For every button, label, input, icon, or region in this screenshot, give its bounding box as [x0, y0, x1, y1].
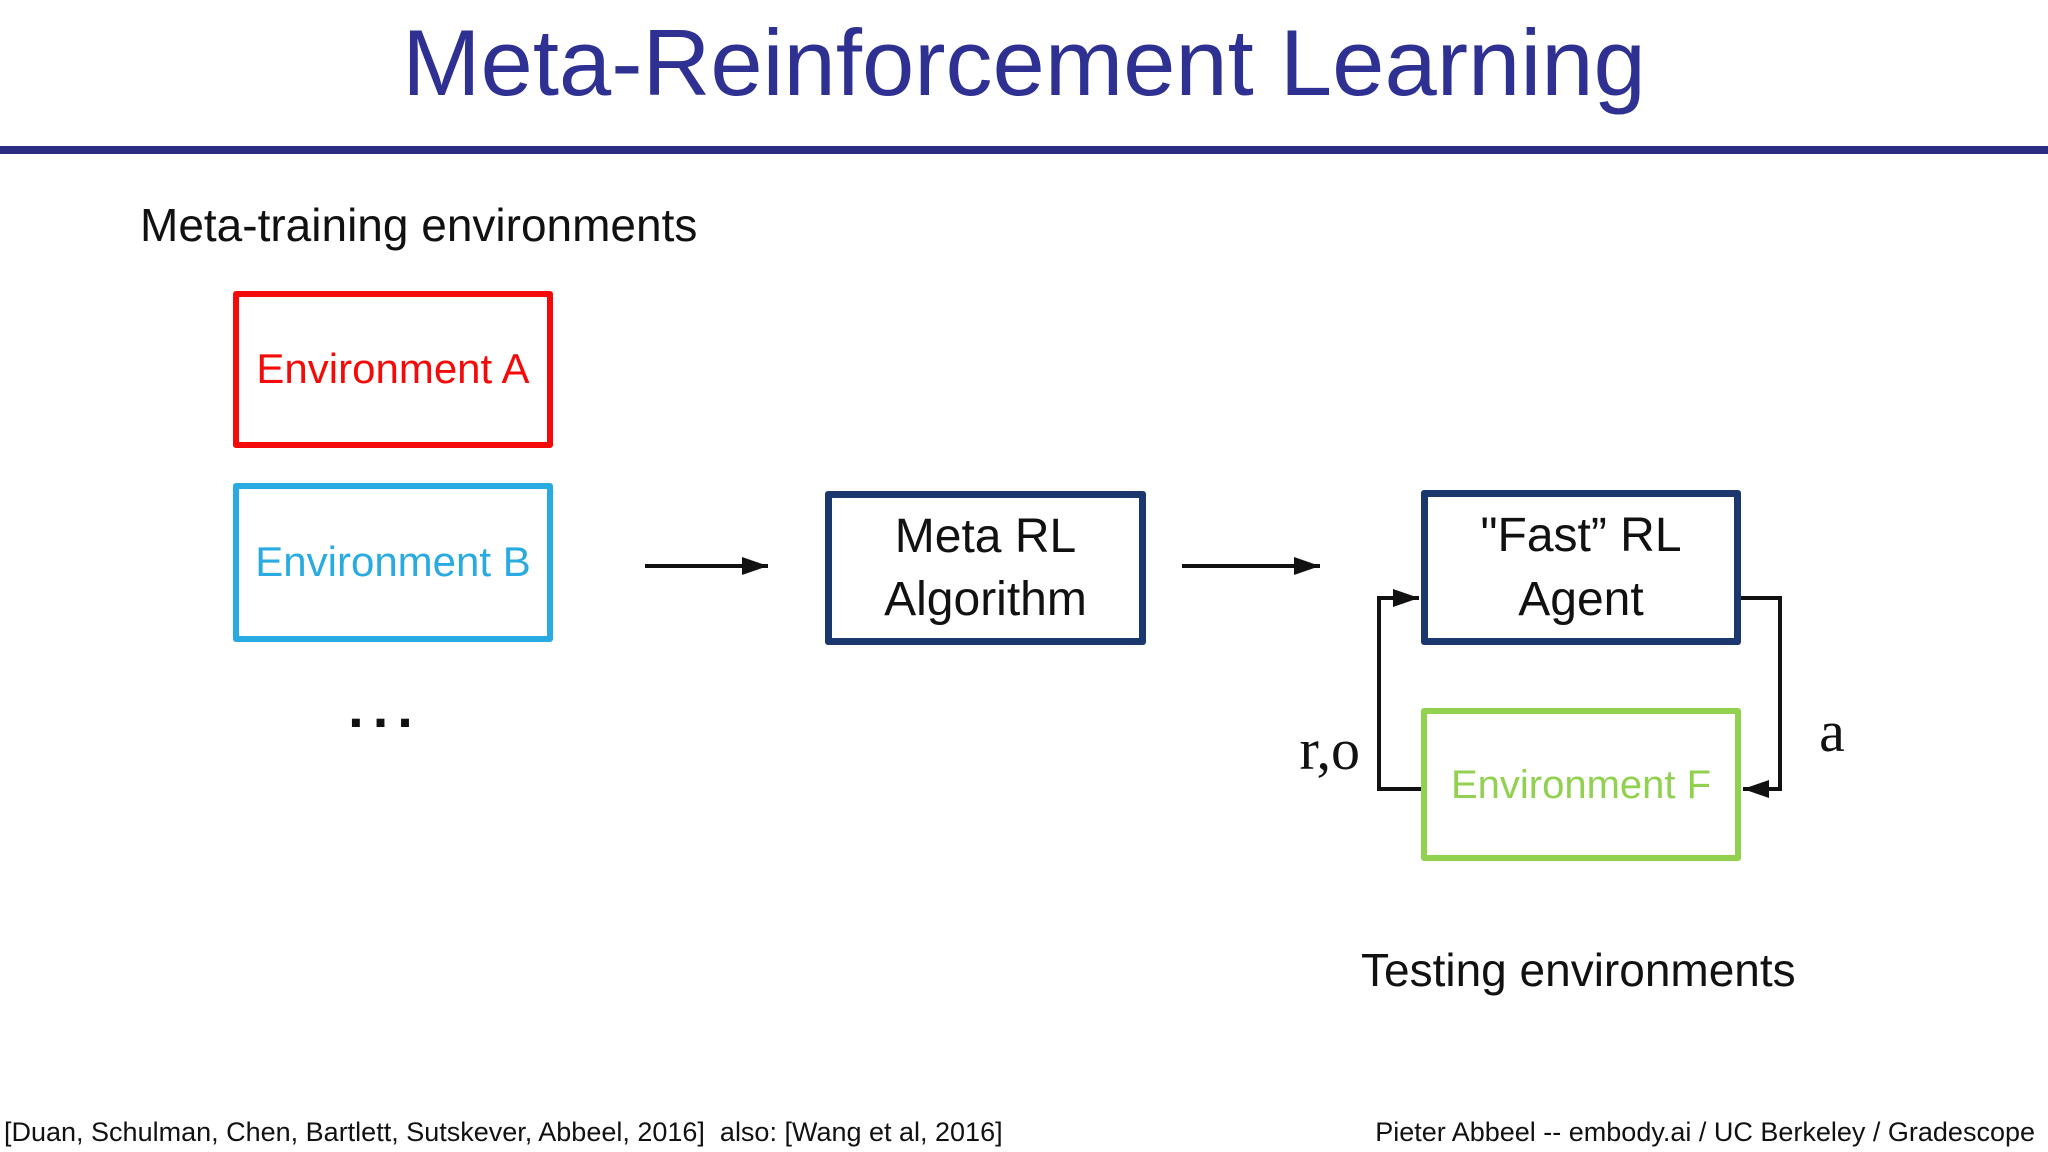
reward-observation-label: r,o — [1299, 717, 1361, 782]
fast-rl-agent-label: "Fast” RL Agent — [1480, 509, 1682, 626]
citation-text: [Duan, Schulman, Chen, Bartlett, Sutskev… — [4, 1117, 1003, 1147]
title-divider — [0, 146, 2048, 154]
fast-rl-agent-box: "Fast” RL Agent — [1421, 490, 1741, 645]
environment-a-label: Environment A — [256, 345, 530, 393]
loop-agent-to-env — [1741, 596, 1782, 798]
slide-title: Meta-Reinforcement Learning — [402, 10, 1646, 115]
environment-f-label: Environment F — [1450, 762, 1712, 807]
environment-b-label: Environment B — [255, 538, 531, 586]
environment-f-box: Environment F — [1421, 708, 1741, 861]
meta-rl-algorithm-box: Meta RL Algorithm — [825, 491, 1146, 645]
meta-rl-algorithm-label: Meta RL Algorithm — [884, 509, 1087, 626]
more-environments-ellipsis: ... — [348, 676, 422, 739]
loop-env-to-agent — [1377, 589, 1421, 791]
environment-b-box: Environment B — [233, 483, 553, 642]
environment-a-box: Environment A — [233, 291, 553, 448]
meta-training-label: Meta-training environments — [140, 199, 698, 251]
testing-label: Testing environments — [1361, 944, 1796, 996]
action-label: a — [1819, 699, 1845, 764]
credit-text: Pieter Abbeel -- embody.ai / UC Berkeley… — [1375, 1117, 2035, 1147]
